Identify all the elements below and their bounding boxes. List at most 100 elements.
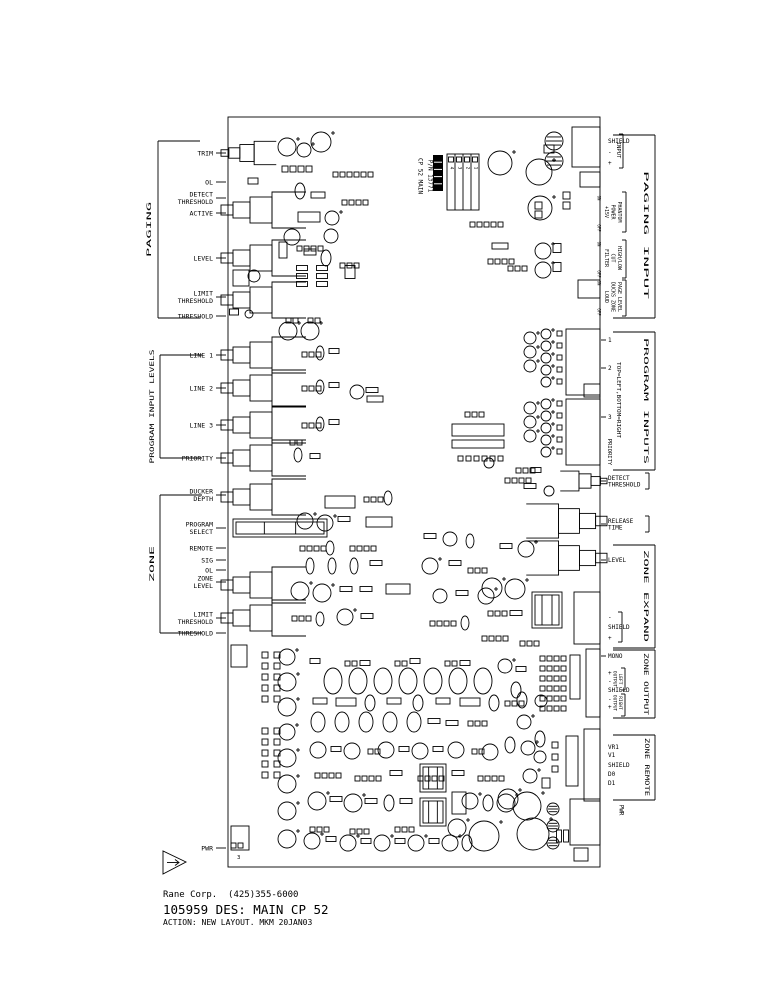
pin-header [301, 351, 322, 358]
resistor [330, 746, 342, 752]
connector [573, 591, 601, 645]
zone-section-title: ZONE [148, 546, 156, 582]
ic-chip [565, 735, 579, 787]
electrolytic-capacitor [534, 242, 555, 260]
film-capacitor [383, 490, 393, 506]
pin-header [487, 258, 515, 265]
ducker-depth-label: DEPTH [193, 495, 213, 503]
pin-header [539, 695, 567, 702]
resistor [369, 560, 383, 566]
pin-header [444, 660, 458, 667]
potentiometer [220, 566, 306, 604]
top-left-bottom-right-vlabel: TOP=LEFT,BOTTOM=RIGHT [615, 362, 621, 438]
potentiometer [560, 470, 608, 492]
electrolytic-capacitor [516, 817, 553, 851]
ic-chip [385, 583, 411, 595]
film-capacitor [465, 533, 475, 549]
shield-label: SHIELD [608, 624, 630, 631]
connector [569, 798, 601, 846]
title-block: Rane Corp. (425)355-6000 105959 DES: MAI… [163, 890, 329, 927]
film-capacitor [334, 711, 350, 733]
detect-threshold-label: THRESHOLD [608, 482, 641, 489]
connector [583, 383, 601, 398]
resistor [365, 387, 379, 393]
capacitor [283, 228, 301, 246]
resistor [359, 660, 371, 666]
film-capacitor [305, 557, 315, 575]
film-capacitor [364, 694, 376, 712]
film-capacitor [504, 736, 516, 754]
resistor [337, 516, 351, 522]
mark-label: + [608, 635, 612, 642]
off-vlabel: OFF [597, 308, 602, 316]
capacitor [377, 741, 395, 759]
limit-threshold-label: THRESHOLD [178, 297, 213, 305]
pin-header [469, 221, 504, 228]
capacitor [323, 228, 339, 244]
electrolytic-capacitor [324, 210, 343, 226]
ic-chip [365, 516, 393, 528]
pin-header [504, 700, 525, 707]
pin-header [273, 727, 281, 779]
pwr-vlabel: PWR [618, 805, 625, 816]
pin-header [394, 826, 415, 833]
film-capacitor [461, 834, 473, 852]
film-capacitor [315, 345, 325, 361]
potentiometer [220, 191, 306, 229]
resistor [328, 348, 340, 354]
electrolytic-capacitor [497, 788, 522, 810]
potentiometer [220, 336, 306, 374]
pin-header [285, 317, 299, 324]
relay [531, 591, 563, 629]
resistor [423, 533, 437, 539]
level-label: LEVEL [193, 254, 213, 262]
electrolytic-capacitor [441, 834, 462, 852]
zone-level-label: ZONE [197, 575, 213, 583]
resistor [409, 658, 421, 664]
electrolytic-capacitor [527, 195, 556, 221]
capacitor [483, 457, 495, 469]
resistor [366, 395, 384, 403]
solder-pad [546, 819, 560, 833]
ic-chip [451, 439, 505, 449]
active-label: ACTIVE [190, 209, 214, 217]
electrolytic-capacitor [540, 410, 555, 422]
resistor [556, 829, 562, 843]
pin-header [261, 651, 269, 703]
detect-threshold-label: DETECT [190, 191, 214, 199]
left-vlabel: LEFT [617, 674, 623, 685]
paging-section-title: PAGING [145, 202, 153, 257]
electrolytic-capacitor [523, 401, 540, 415]
electrolytic-capacitor [343, 793, 366, 813]
electrolytic-capacitor [540, 352, 555, 364]
relay [232, 518, 328, 538]
d0-label: D0 [608, 771, 616, 778]
connector [230, 825, 250, 851]
loud-vlabel: LOUD [603, 291, 609, 303]
filter-vlabel: FILTER [603, 249, 609, 268]
resistor [303, 248, 317, 256]
electrolytic-capacitor [336, 608, 357, 626]
program-inputs-section-title: PROGRAM INPUTS [642, 338, 650, 464]
15v-vlabel: +15V [603, 206, 609, 218]
pin-header [539, 655, 567, 662]
connector [565, 398, 601, 466]
program-input-levels-section-title: PROGRAM INPUT LEVELS [148, 349, 156, 463]
electrolytic-capacitor [278, 648, 299, 666]
resistor [296, 265, 308, 271]
mark-label: - [608, 678, 612, 685]
electrolytic-capacitor [407, 834, 428, 852]
resistor [543, 144, 555, 154]
electrolytic-capacitor [540, 340, 555, 352]
pin-header [230, 842, 244, 849]
cp-52-main-board-text: CP 52 MAIN [417, 158, 424, 195]
ic-chip [324, 495, 356, 509]
off-vlabel: OFF [597, 224, 602, 232]
pin-header [471, 748, 485, 755]
electrolytic-capacitor [316, 514, 337, 532]
pin-header [556, 400, 563, 455]
electrolytic-capacitor [523, 359, 540, 373]
trim-label: TRIM [197, 149, 213, 157]
resistor [296, 273, 308, 279]
